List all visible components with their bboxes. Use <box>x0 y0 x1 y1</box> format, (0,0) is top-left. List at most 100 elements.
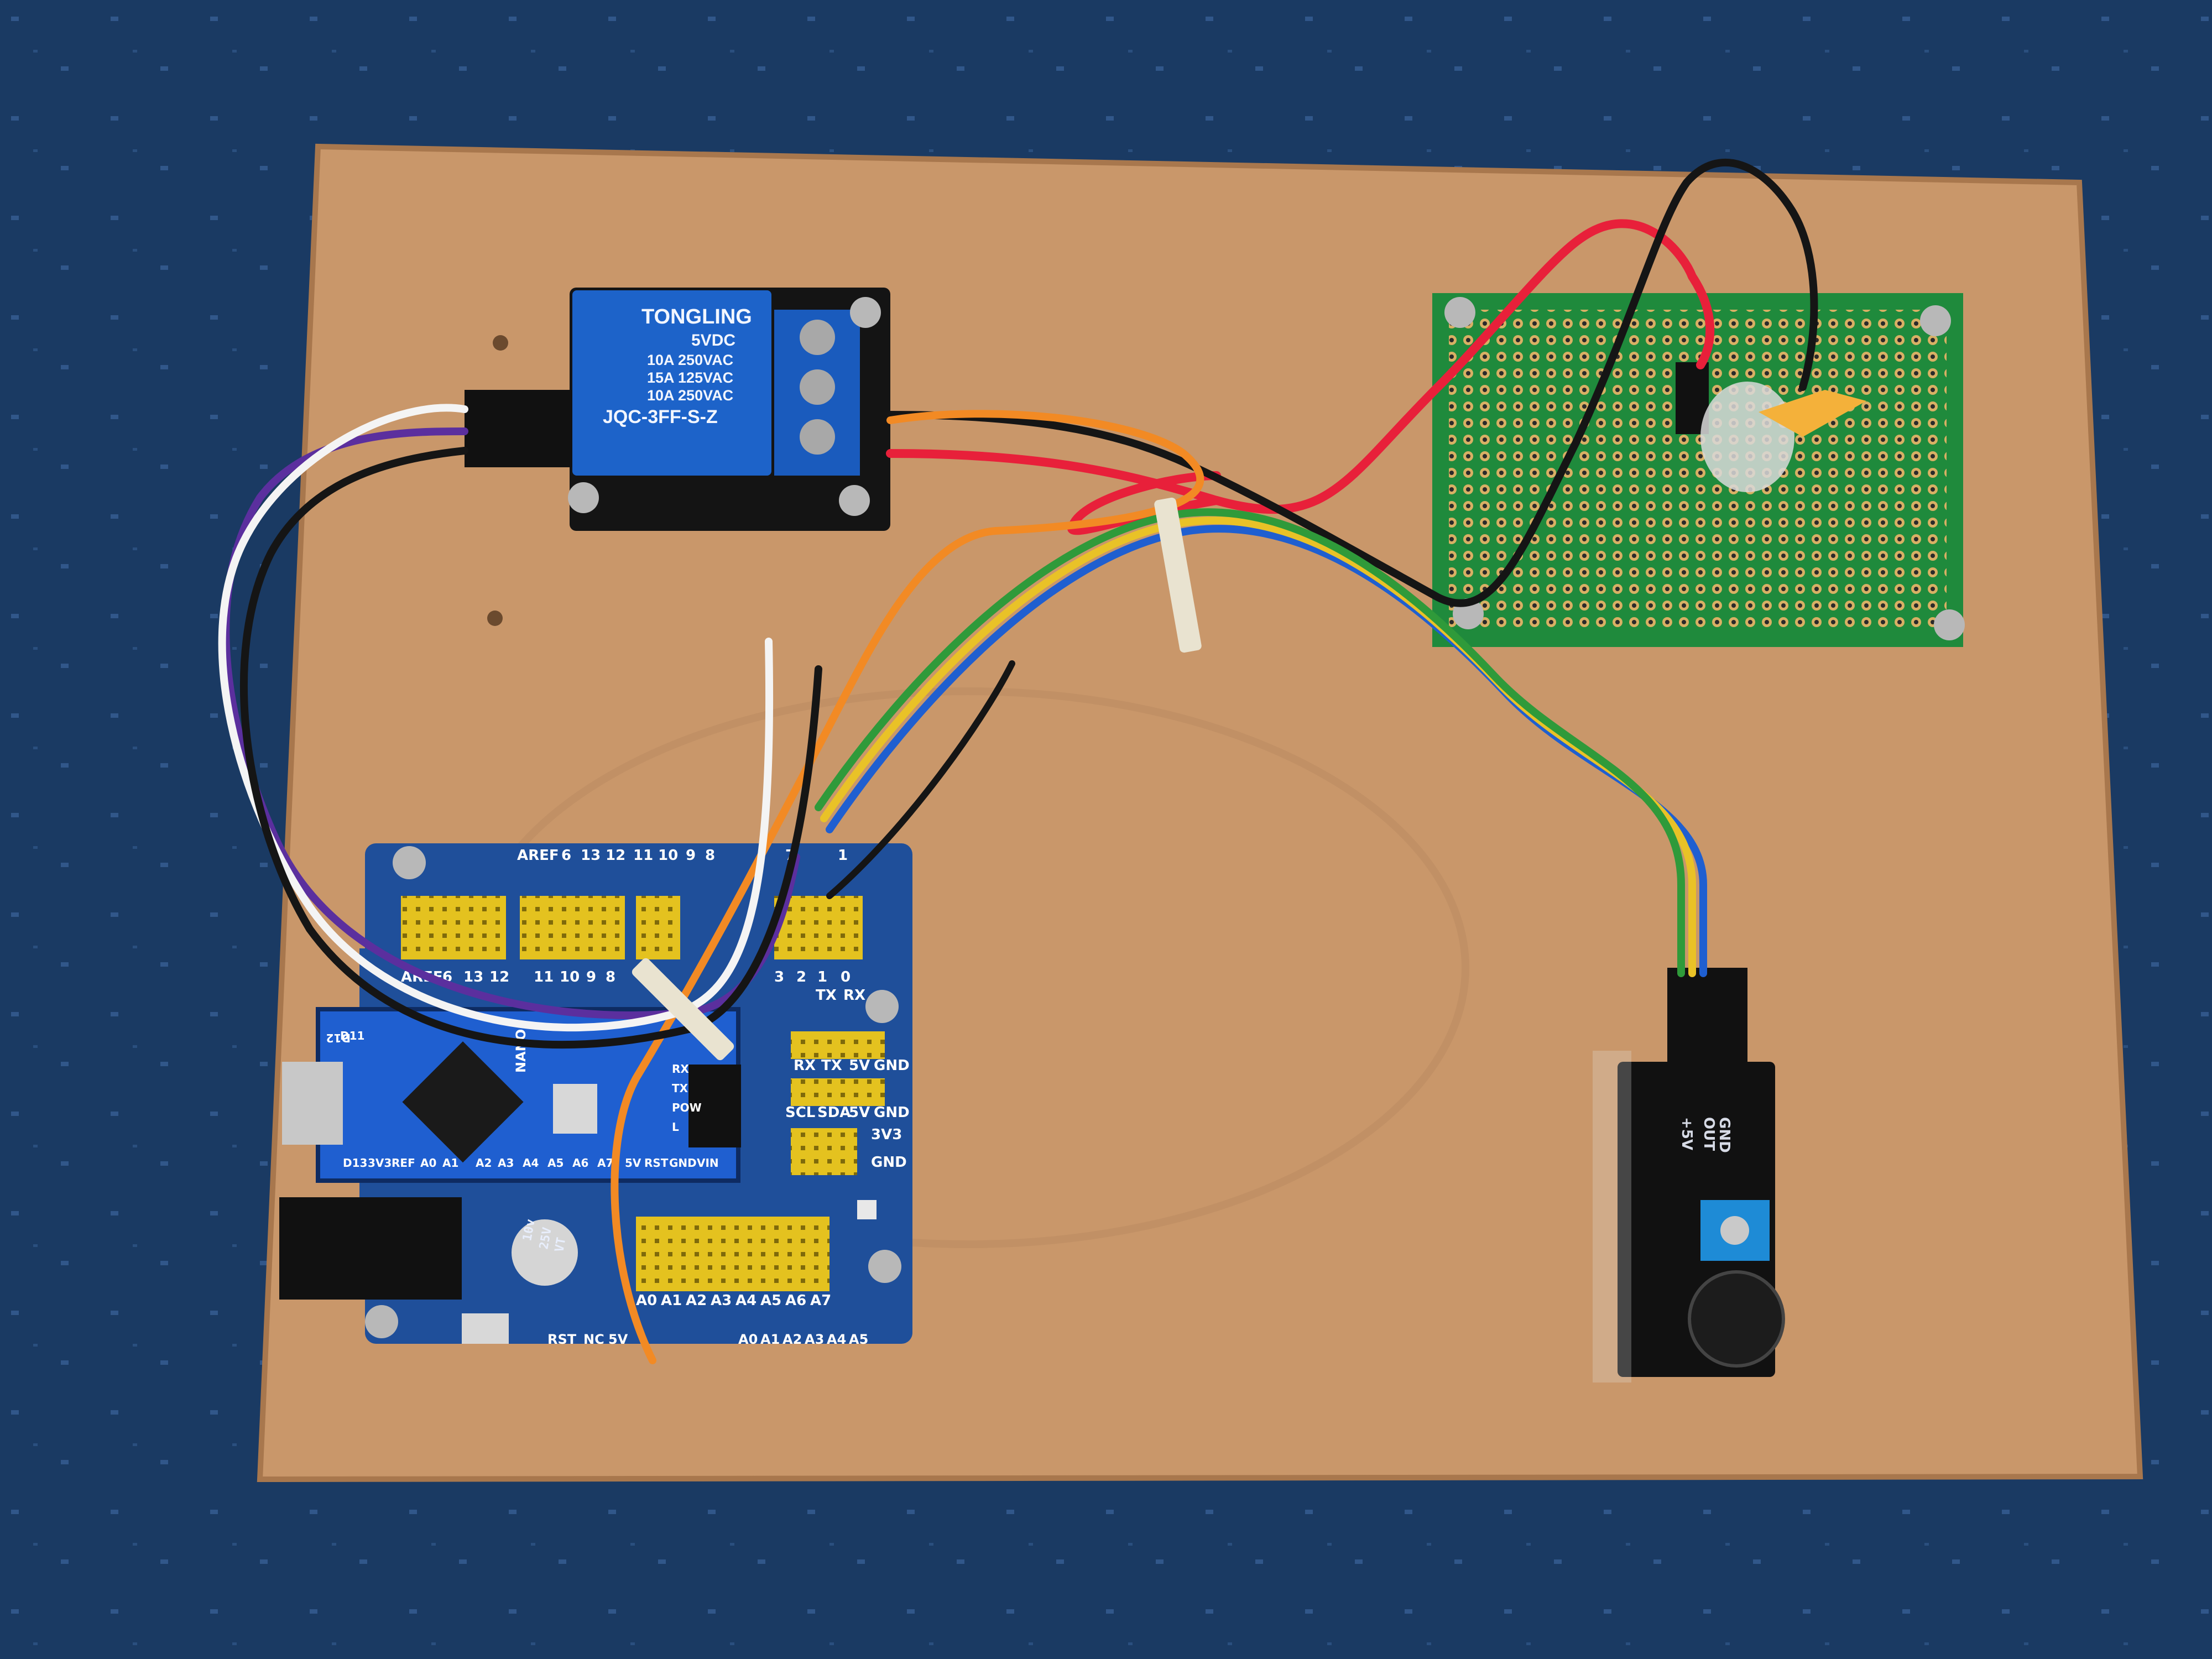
shield-right-5v: 5V <box>849 1057 870 1074</box>
board-hole <box>493 335 508 351</box>
relay-brand: TONGLING <box>641 305 752 328</box>
wire-orange-relay <box>611 410 1204 1364</box>
nano-pin-d13: D13 <box>343 1156 367 1170</box>
dc-barrel-jack <box>279 1197 462 1300</box>
shield-analog-a0: A0 <box>636 1292 657 1309</box>
wire-black-led <box>886 158 1818 607</box>
nano-pin-a2: A2 <box>476 1156 492 1170</box>
nano-top-d11: D11 <box>340 1029 364 1042</box>
relay-rating-1: 10A 250VAC <box>647 352 733 368</box>
nano-top-d12: D12 <box>326 1031 351 1045</box>
cable-ties <box>632 497 1202 1061</box>
shield-bottom-nc: NC <box>583 1332 604 1347</box>
board-hole <box>487 611 503 626</box>
shield-bottom-a2: A2 <box>782 1332 802 1347</box>
wire-white-relay <box>218 404 774 1032</box>
nano-pin-a4: A4 <box>523 1156 539 1170</box>
shield-pin-1: 1 <box>838 847 848 864</box>
shield-rx-label: RX <box>843 987 865 1004</box>
reset-button <box>462 1313 509 1344</box>
wire-red-relay-led <box>886 219 1715 514</box>
shield-bottom-a3: A3 <box>805 1332 824 1347</box>
shield-pin-8: 8 <box>705 847 715 864</box>
relay-voltage: 5VDC <box>691 331 735 349</box>
sensor-pin-gnd: GND <box>1716 1117 1733 1153</box>
shield-right-5v-2: 5V <box>849 1104 870 1121</box>
shield-analog-a2: A2 <box>686 1292 707 1309</box>
led-yellow-strip <box>1759 390 1866 437</box>
shield-right-3v3: 3V3 <box>871 1126 902 1143</box>
shield-right-tx: TX <box>821 1057 842 1074</box>
shield-pin-12: 12 <box>606 847 625 864</box>
shield-right-gnd: GND <box>874 1057 910 1074</box>
sensor-pin-5v: +5V <box>1678 1117 1695 1150</box>
shield-bottom-1: 1 <box>817 969 827 985</box>
nano-pin-5v: 5V <box>625 1156 641 1170</box>
servo-header-block <box>520 896 625 959</box>
shield-pin-11: 11 <box>633 847 653 864</box>
screw <box>365 1305 398 1338</box>
sensor-header <box>1667 968 1747 1067</box>
shield-bottom-a4: A4 <box>827 1332 846 1347</box>
wires <box>218 158 1818 1364</box>
shield-bottom-a5: A5 <box>849 1332 868 1347</box>
relay-header <box>465 390 572 467</box>
relay-model: JQC-3FF-S-Z <box>603 406 718 427</box>
shield-right-sda: SDA <box>817 1104 851 1121</box>
shield-bottom-11: 11 <box>534 969 554 985</box>
sensor-pin-out: OUT <box>1700 1117 1717 1151</box>
shield-pin-13: 13 <box>581 847 601 864</box>
shield-bottom-rst: RST <box>547 1332 577 1347</box>
shield-bottom-10: 10 <box>560 969 580 985</box>
shield-analog-a7: A7 <box>810 1292 831 1309</box>
shield-bottom-5v: 5V <box>608 1332 628 1347</box>
screw <box>868 1250 901 1283</box>
shield-bottom-8: 8 <box>606 969 615 985</box>
capacitor-label-3: VT <box>552 1237 568 1253</box>
wire-green-sensor <box>815 508 1685 977</box>
screw <box>393 846 426 879</box>
shield-right-gnd-2: GND <box>874 1104 910 1121</box>
nano-pin-rst: RST <box>644 1156 669 1170</box>
shield-bottom-12: 12 <box>489 969 509 985</box>
servo-header-block <box>401 896 506 959</box>
nano-pin-a0: A0 <box>420 1156 436 1170</box>
screw <box>839 485 870 516</box>
shield-bottom-13: 13 <box>463 969 483 985</box>
relay-rating-3: 10A 250VAC <box>647 387 733 404</box>
shield-bottom-a0: A0 <box>738 1332 758 1347</box>
wire-black-sensor <box>826 660 1015 899</box>
shield-pin-aref: AREF <box>517 847 559 864</box>
nano-pin-a6: A6 <box>572 1156 588 1170</box>
nano-led-pow: POW <box>672 1101 702 1114</box>
nano-pin-3v3: 3V3 <box>368 1156 392 1170</box>
shield-bottom-a1: A1 <box>760 1332 780 1347</box>
shield-right-gnd-3: GND <box>871 1154 907 1171</box>
cable-tie <box>632 958 734 1061</box>
shield-pin-6: 6 <box>561 847 571 864</box>
shield-pin-10: 10 <box>658 847 678 864</box>
screw <box>1920 305 1951 336</box>
nano-pin-gnd: GND <box>669 1156 697 1170</box>
mini-usb-port <box>282 1062 343 1145</box>
power-led <box>857 1200 877 1219</box>
arduino-nano: NANO RX TX POW L D12 D11 D13 3V3 REF A0 … <box>282 1007 741 1183</box>
nano-led-tx: TX <box>672 1082 688 1095</box>
cable-tie <box>1154 497 1202 653</box>
shield-bottom-2: 2 <box>796 969 806 985</box>
shield-analog-a5: A5 <box>760 1292 781 1309</box>
shield-tx-label: TX <box>816 987 837 1004</box>
led-component <box>1700 382 1794 492</box>
nano-led-rx: RX <box>672 1062 689 1076</box>
screw <box>1934 609 1965 640</box>
shield-right-scl: SCL <box>785 1104 815 1121</box>
screw <box>865 990 899 1023</box>
relay-rating-2: 15A 125VAC <box>647 369 733 386</box>
sensor-pot-screw <box>1720 1216 1749 1245</box>
nano-pin-vin: VIN <box>697 1156 719 1170</box>
shield-analog-a1: A1 <box>661 1292 682 1309</box>
shield-analog-a3: A3 <box>711 1292 732 1309</box>
shield-analog-a6: A6 <box>785 1292 806 1309</box>
sensor-microphone <box>1688 1270 1785 1368</box>
